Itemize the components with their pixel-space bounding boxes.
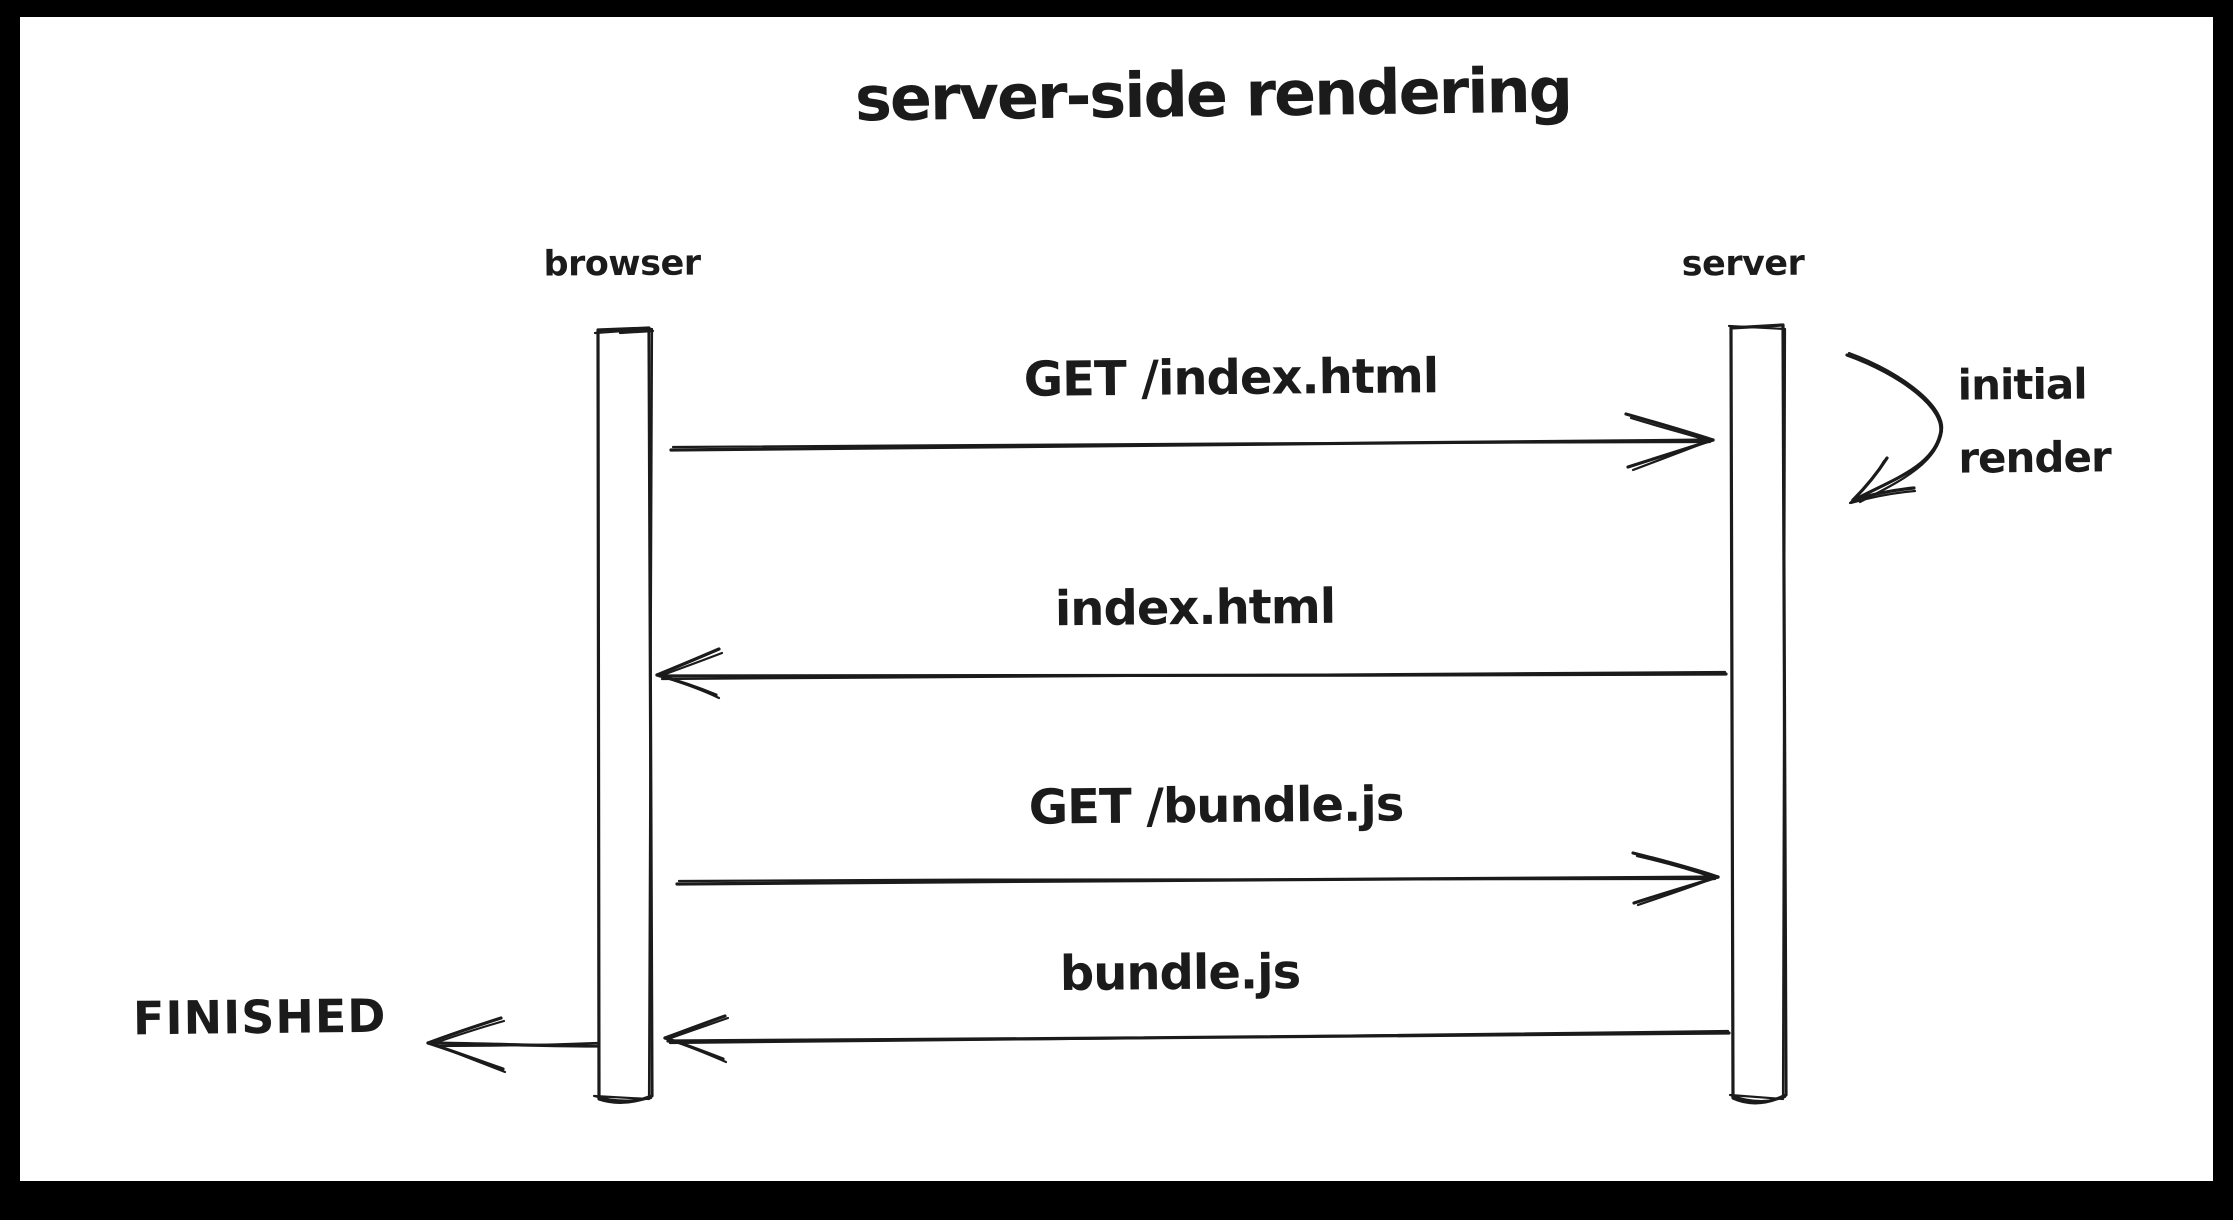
message-label-bundle-js: bundle.js (1059, 943, 1301, 1003)
finished-label: FINISHED (132, 988, 387, 1046)
server-lifeline-bar (1727, 323, 1788, 1105)
message-arrow-index-html (655, 647, 1728, 700)
initial-render-note-line1: initial (1957, 359, 2087, 410)
finished-arrow (426, 1016, 599, 1074)
drawing-canvas (20, 17, 2213, 1181)
message-arrow-get-index (669, 412, 1715, 472)
message-label-get-index: GET /index.html (1023, 348, 1439, 408)
message-label-index-html: index.html (1054, 578, 1336, 638)
diagram-title: server-side rendering (854, 53, 1572, 136)
lifeline-label-server: server (1681, 243, 1805, 285)
message-arrow-get-bundle (675, 851, 1720, 907)
initial-render-note-line2: render (1958, 432, 2111, 483)
message-arrow-bundle-js (663, 1014, 1731, 1064)
lifeline-label-browser: browser (543, 243, 701, 285)
browser-lifeline-bar (592, 326, 655, 1104)
initial-render-curved-arrow (1845, 351, 1944, 505)
initial-render-note: initial render (1957, 347, 2111, 494)
message-label-get-bundle: GET /bundle.js (1028, 776, 1404, 836)
